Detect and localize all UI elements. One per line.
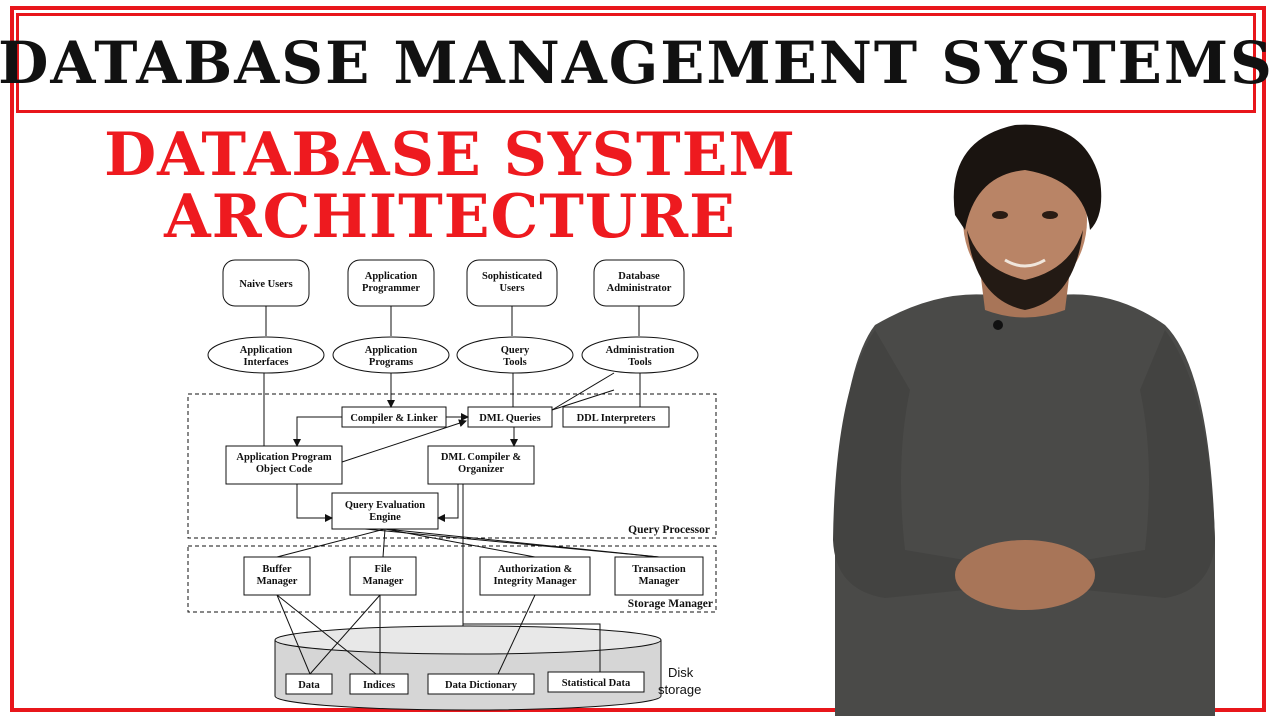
app-interfaces-label-2: Interfaces: [244, 357, 289, 368]
data-label: Data: [298, 680, 320, 691]
app-interfaces-label-1: Application: [240, 345, 293, 356]
presenter-hands: [955, 540, 1095, 610]
compiler-linker-label: Compiler & Linker: [350, 413, 438, 424]
presenter-hair: [953, 124, 1102, 230]
auth-label-1: Authorization &: [498, 564, 573, 575]
app-programmer-label-2: Programmer: [362, 283, 420, 294]
presenter-photo: [833, 124, 1215, 716]
query-processor-label: Query Processor: [628, 524, 710, 536]
dml-compiler-node: [427, 445, 535, 485]
statistical-data-label: Statistical Data: [562, 678, 631, 689]
heading-line-2: ARCHITECTURE: [164, 182, 736, 252]
dml-queries-label: DML Queries: [479, 413, 541, 424]
heading-line-1: DATABASE SYSTEM: [104, 120, 796, 190]
object-code-label-1: Application Program: [236, 452, 331, 463]
red-frame: [10, 6, 1266, 712]
data-node: [285, 673, 333, 695]
disk-label-2: storage: [658, 682, 701, 697]
ddl-interpreters-node: [562, 406, 670, 428]
storage-manager-label: Storage Manager: [628, 598, 713, 610]
auth-label-2: Integrity Manager: [493, 576, 576, 587]
storage-manager-region: [187, 545, 717, 613]
app-interfaces-node: [207, 336, 325, 374]
app-programs-label-1: Application: [365, 345, 418, 356]
buffer-label-1: Buffer: [262, 564, 291, 575]
file-label-1: File: [375, 564, 392, 575]
page-heading: DATABASE SYSTEM ARCHITECTURE: [40, 124, 860, 248]
file-label-2: Manager: [363, 576, 404, 587]
app-object-code-node: [225, 445, 343, 485]
presenter-shirt: [835, 294, 1215, 716]
ddl-interpreters-label: DDL Interpreters: [577, 413, 656, 424]
query-tools-label-1: Query: [501, 345, 530, 356]
title-banner: DATABASE MANAGEMENT SYSTEMS: [0, 13, 1272, 113]
presenter-face: [963, 145, 1087, 295]
query-engine-label-2: Engine: [369, 512, 401, 523]
data-dictionary-label: Data Dictionary: [445, 680, 518, 691]
query-tools-label-2: Tools: [503, 357, 527, 368]
statistical-data-node: [547, 671, 645, 693]
lapel-mic-icon: [993, 320, 1003, 330]
banner-title: DATABASE MANAGEMENT SYSTEMS: [0, 29, 1274, 97]
object-code-label-2: Object Code: [256, 464, 313, 475]
naive-users-label: Naive Users: [239, 279, 292, 290]
sophisticated-label-2: Users: [499, 283, 524, 294]
app-programs-label-2: Programs: [369, 357, 413, 368]
dba-label-2: Administrator: [607, 283, 672, 294]
dml-compiler-label-2: Organizer: [458, 464, 504, 475]
query-tools-node: [456, 336, 574, 374]
admin-tools-label-1: Administration: [606, 345, 675, 356]
sophisticated-label-1: Sophisticated: [482, 271, 542, 282]
dml-compiler-label-1: DML Compiler &: [441, 452, 522, 463]
query-engine-node: [331, 492, 439, 530]
transaction-label-2: Manager: [639, 576, 680, 587]
dba-label-1: Database: [618, 271, 660, 282]
transaction-label-1: Transaction: [632, 564, 686, 575]
buffer-label-2: Manager: [257, 576, 298, 587]
disk-label-1: Disk: [668, 665, 694, 680]
app-programmer-label-1: Application: [365, 271, 418, 282]
indices-label: Indices: [363, 680, 395, 691]
admin-tools-label-2: Tools: [628, 357, 652, 368]
data-dictionary-node: [427, 673, 535, 695]
query-engine-label-1: Query Evaluation: [345, 500, 425, 511]
indices-node: [349, 673, 409, 695]
